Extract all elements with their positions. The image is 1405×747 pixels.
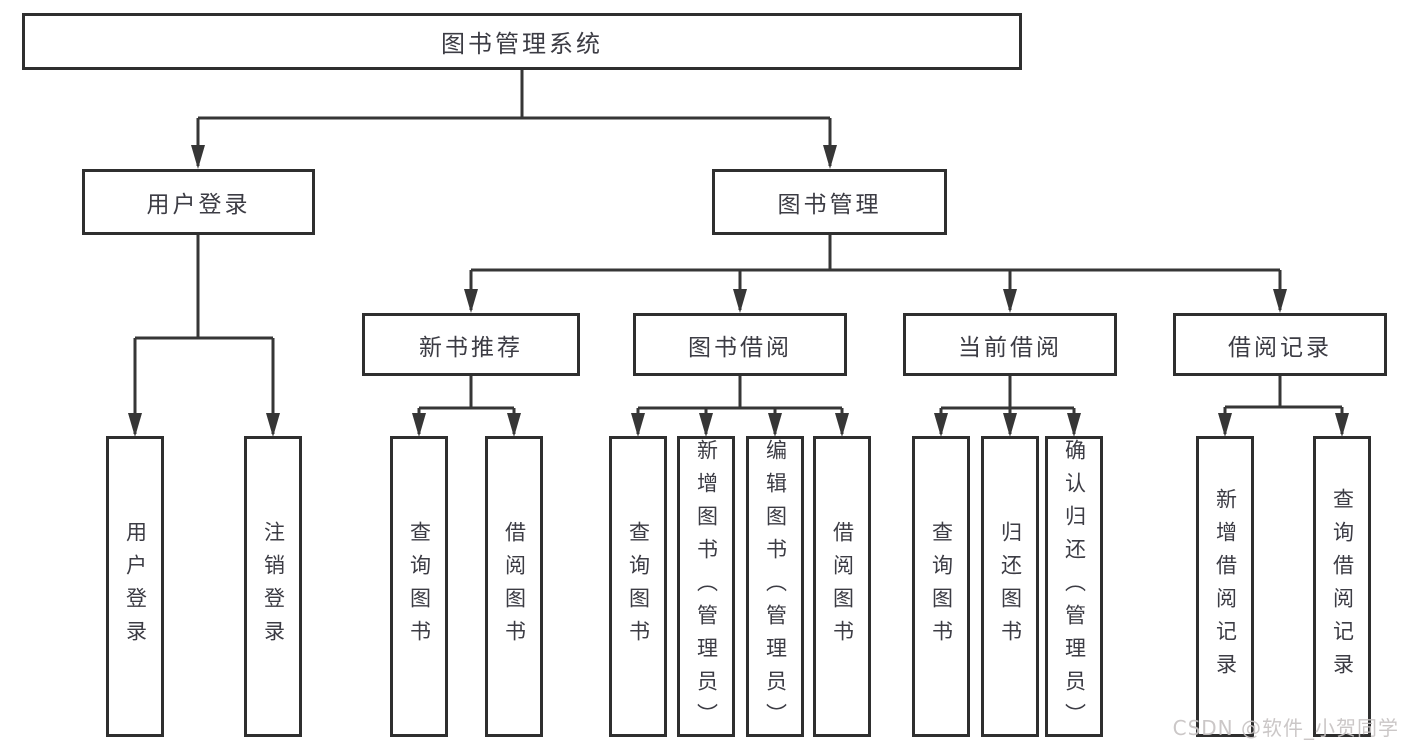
- leaf-borrow-books: 借阅图书: [813, 436, 871, 737]
- leaf-confirm-return-admin: 确认归还（管理员）: [1045, 436, 1103, 737]
- connector-paths: [133, 70, 1344, 434]
- leaf-user-login: 用户登录: [106, 436, 164, 737]
- node-user-login: 用户登录: [82, 169, 315, 235]
- leaf-edit-book-admin: 编辑图书（管理员）: [746, 436, 804, 737]
- node-borrowing-records: 借阅记录: [1173, 313, 1387, 376]
- csdn-watermark: CSDN @软件_小贺同学: [1172, 716, 1399, 740]
- leaf-logout: 注销登录: [244, 436, 302, 737]
- node-library-management-system: 图书管理系统: [22, 13, 1022, 70]
- leaf-query-borrow-record: 查询借阅记录: [1313, 436, 1371, 737]
- node-book-borrowing: 图书借阅: [633, 313, 847, 376]
- node-new-book-recommend: 新书推荐: [362, 313, 580, 376]
- leaf-add-borrow-record: 新增借阅记录: [1196, 436, 1254, 737]
- leaf-add-book-admin: 新增图书（管理员）: [677, 436, 735, 737]
- leaf-return-books: 归还图书: [981, 436, 1039, 737]
- leaf-borrow-books-recommend: 借阅图书: [485, 436, 543, 737]
- leaf-query-books-recommend: 查询图书: [390, 436, 448, 737]
- leaf-query-books-current: 查询图书: [912, 436, 970, 737]
- leaf-query-books-borrow: 查询图书: [609, 436, 667, 737]
- node-current-borrowing: 当前借阅: [903, 313, 1117, 376]
- node-book-management: 图书管理: [712, 169, 947, 235]
